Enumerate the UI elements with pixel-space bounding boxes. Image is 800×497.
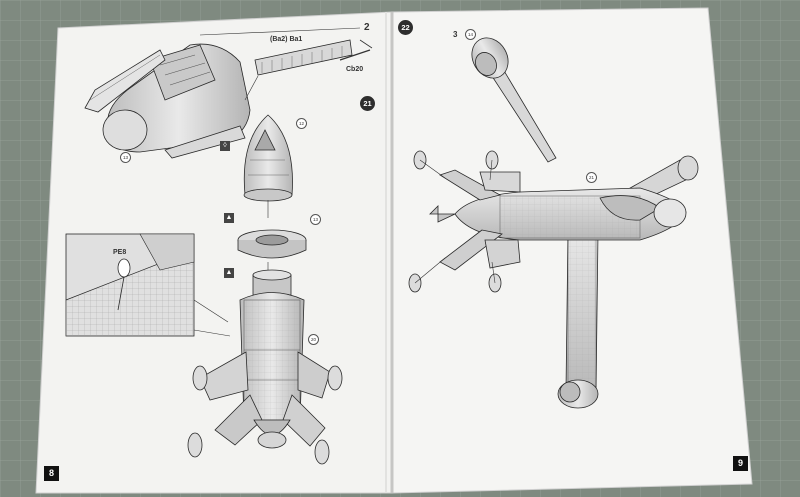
page-number-right: 9	[733, 456, 748, 471]
callout-20: 20	[308, 334, 319, 345]
callout-13-top: 13	[120, 152, 131, 163]
warning-icon: ▲	[224, 268, 234, 278]
ring-part	[237, 229, 307, 274]
aircraft-model	[408, 150, 699, 409]
nose-cone	[243, 114, 293, 218]
engine-pod-top	[471, 37, 557, 163]
detail-inset	[65, 233, 231, 337]
part-label-ba: (Ba2) Ba1	[270, 36, 303, 43]
rocket-body	[187, 269, 343, 465]
step-number-right: 22	[398, 20, 413, 35]
part-label-pe: PE8	[113, 249, 127, 256]
rotate-marker: 3	[453, 30, 458, 39]
step-marker-top: 2	[364, 22, 370, 33]
page-number-left: 8	[44, 466, 59, 481]
callout-21: 21	[586, 172, 597, 183]
callout-13-ring: 13	[310, 214, 321, 225]
cockpit-assembly	[84, 27, 373, 159]
warning-icon: ▲	[224, 213, 234, 223]
step-number-left: 21	[360, 96, 375, 111]
glue-icon: ◊	[220, 141, 230, 151]
callout-14: 14	[465, 29, 476, 40]
callout-12: 12	[296, 118, 307, 129]
part-label-cb: Cb20	[346, 66, 364, 73]
